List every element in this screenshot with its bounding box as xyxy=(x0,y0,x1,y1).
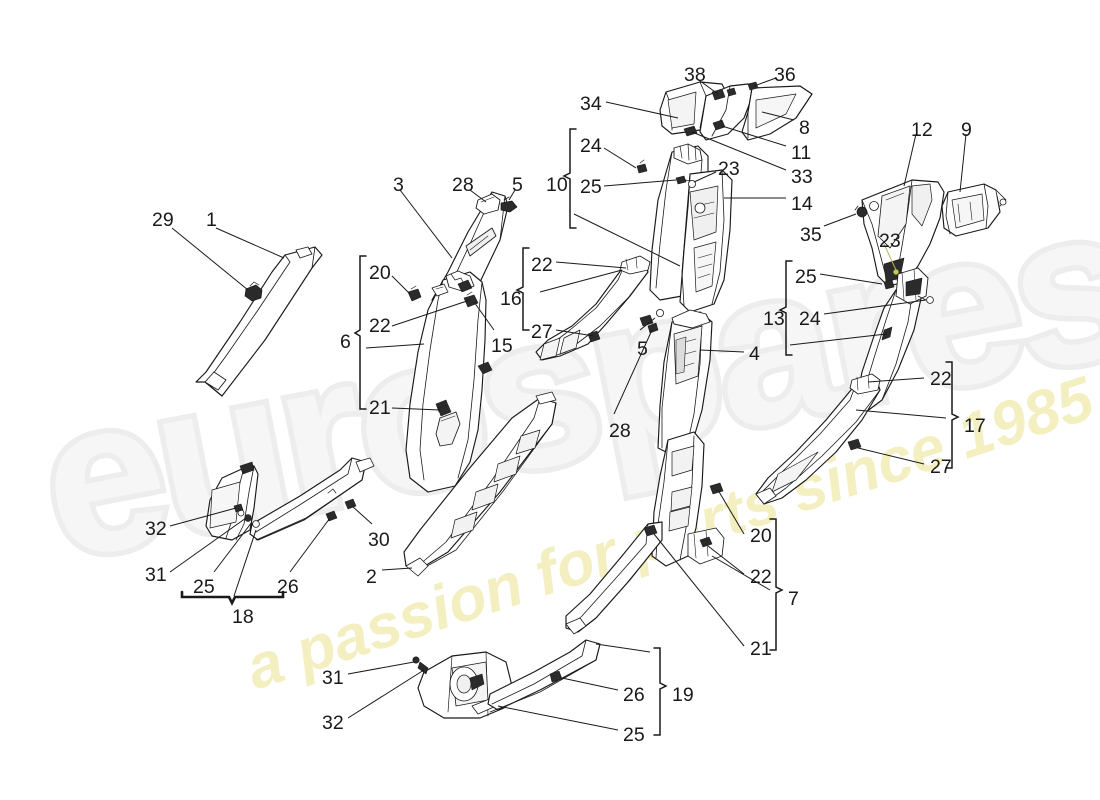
callout-number-38: 38 xyxy=(684,64,706,86)
callout-number-25: 25 xyxy=(193,576,215,598)
callout-number-35: 35 xyxy=(800,224,822,246)
callout-number-33: 33 xyxy=(791,166,813,188)
callout-number-24: 24 xyxy=(799,308,821,330)
callout-number-25: 25 xyxy=(623,724,645,746)
callout-number-27: 27 xyxy=(531,321,553,343)
part-rear-quarter-panels-right xyxy=(854,179,1007,287)
callout-number-22: 22 xyxy=(930,368,952,390)
callout-number-8: 8 xyxy=(799,117,810,139)
callout-number-32: 32 xyxy=(322,712,344,734)
part-b-pillar-assembly-right xyxy=(565,308,725,635)
callout-number-12: 12 xyxy=(911,119,933,141)
part-c-pillar-trim-left xyxy=(636,143,733,313)
callout-number-5: 5 xyxy=(637,338,648,360)
callout-number-21: 21 xyxy=(369,397,391,419)
part-rear-sill-trim-right xyxy=(755,373,881,505)
leader-lines xyxy=(169,77,967,731)
callout-number-2: 2 xyxy=(366,566,377,588)
callout-number-30: 30 xyxy=(368,529,390,551)
part-b-pillar-trim-left xyxy=(405,270,493,493)
callout-number-34: 34 xyxy=(580,93,602,115)
callout-number-16: 16 xyxy=(500,288,522,310)
callout-number-6: 6 xyxy=(340,331,351,353)
callout-number-10: 10 xyxy=(546,174,568,196)
callout-number-36: 36 xyxy=(774,64,796,86)
callout-number-15: 15 xyxy=(491,335,513,357)
part-a-pillar-trim xyxy=(195,246,323,397)
callout-number-22: 22 xyxy=(750,566,772,588)
callout-number-5: 5 xyxy=(512,174,523,196)
part-seatbelt-retractor-cover xyxy=(412,639,601,719)
callout-number-23: 23 xyxy=(879,230,901,252)
callout-number-28: 28 xyxy=(609,420,631,442)
brackets xyxy=(180,128,960,736)
callout-number-31: 31 xyxy=(145,564,167,586)
callout-number-26: 26 xyxy=(277,576,299,598)
callout-number-9: 9 xyxy=(961,119,972,141)
callout-number-21: 21 xyxy=(750,638,772,660)
callout-number-4: 4 xyxy=(749,343,760,365)
part-rear-quarter-upper-cluster xyxy=(659,81,813,141)
callout-number-26: 26 xyxy=(623,684,645,706)
callout-number-24: 24 xyxy=(580,135,602,157)
callout-number-7: 7 xyxy=(788,588,799,610)
callout-number-25: 25 xyxy=(580,176,602,198)
callout-number-17: 17 xyxy=(964,415,986,437)
callout-number-19: 19 xyxy=(672,684,694,706)
callout-number-13: 13 xyxy=(763,308,785,330)
callout-number-29: 29 xyxy=(152,209,174,231)
callout-number-3: 3 xyxy=(393,174,404,196)
callout-number-27: 27 xyxy=(930,456,952,478)
callout-number-20: 20 xyxy=(369,262,391,284)
callout-number-18: 18 xyxy=(232,606,254,628)
callout-number-31: 31 xyxy=(322,667,344,689)
part-mid-sill-trim xyxy=(535,255,651,361)
callout-number-22: 22 xyxy=(531,254,553,276)
callout-number-28: 28 xyxy=(452,174,474,196)
callout-number-11: 11 xyxy=(791,142,812,164)
callout-number-22: 22 xyxy=(369,315,391,337)
part-sill-trim-front xyxy=(403,391,557,577)
callout-number-25: 25 xyxy=(795,266,817,288)
part-sill-cover-left xyxy=(205,457,367,541)
callout-number-20: 20 xyxy=(750,525,772,547)
callout-number-32: 32 xyxy=(145,518,167,540)
callout-number-23: 23 xyxy=(718,158,740,180)
callout-number-1: 1 xyxy=(206,209,217,231)
callout-number-14: 14 xyxy=(791,193,813,215)
part-small-sill-piece xyxy=(355,457,375,473)
